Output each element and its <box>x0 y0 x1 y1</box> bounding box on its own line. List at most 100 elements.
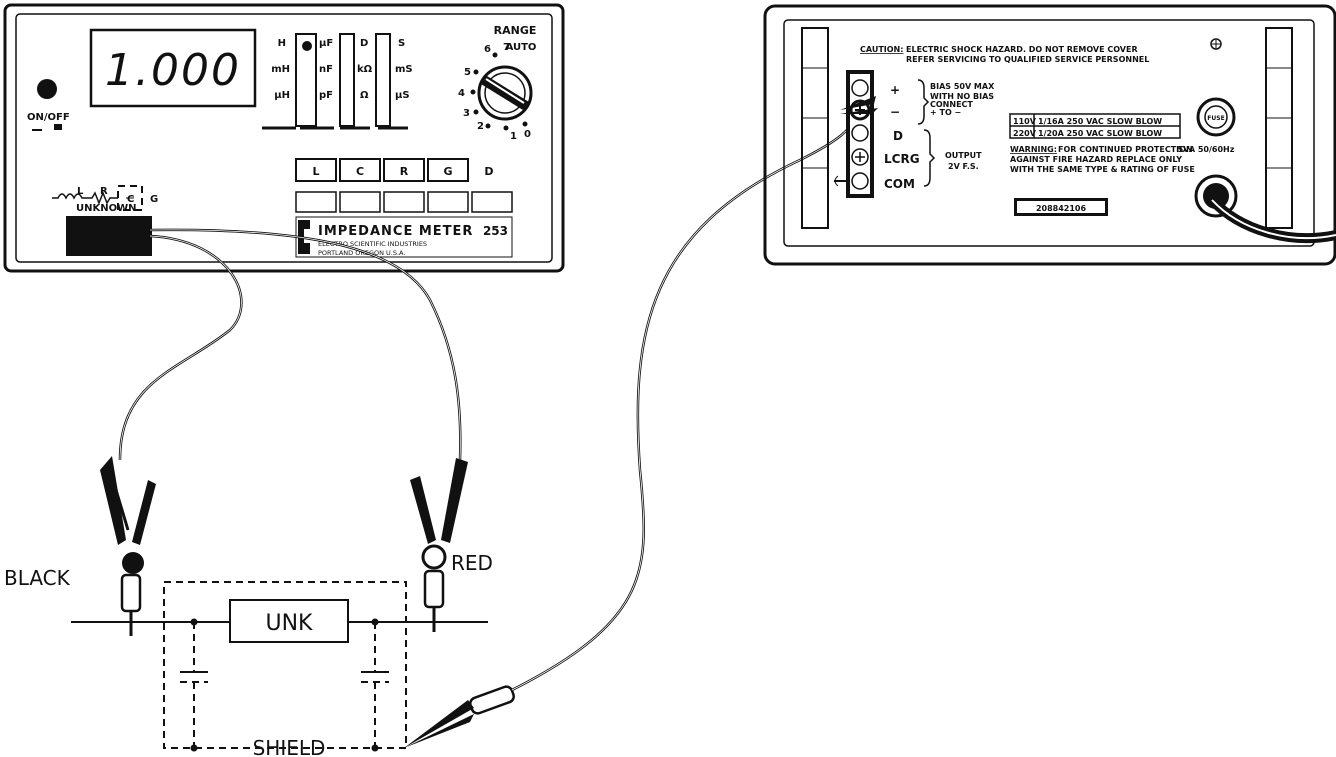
unknown-component <box>229 599 349 643</box>
svg-text:WITH NO BIAS: WITH NO BIAS <box>930 92 994 101</box>
meter-front-panel: ON/OFF 1.000 H mH µH µF nF pF D kΩ Ω S m… <box>3 3 565 273</box>
shield-clip[interactable] <box>404 685 515 748</box>
svg-text:WARNING:: WARNING: <box>1010 145 1057 154</box>
unit-indicators: H mH µH µF nF pF D kΩ Ω S mS µS <box>262 33 413 130</box>
svg-text:ELECTRIC SHOCK HAZARD. DO NOT: ELECTRIC SHOCK HAZARD. DO NOT REMOVE COV… <box>906 45 1138 54</box>
svg-text:AGAINST FIRE HAZARD REPLACE ON: AGAINST FIRE HAZARD REPLACE ONLY <box>1010 155 1182 164</box>
power-button[interactable] <box>37 79 57 99</box>
svg-text:253: 253 <box>483 224 508 238</box>
equivalent-circuit-symbol: L R C G <box>52 185 158 211</box>
svg-text:IMPEDANCE METER: IMPEDANCE METER <box>318 224 473 239</box>
svg-text:5VA 50/60Hz: 5VA 50/60Hz <box>1178 145 1235 154</box>
svg-text:FOR CONTINUED PROTECTION: FOR CONTINUED PROTECTION <box>1058 145 1193 154</box>
unknown-label: UNKNOWN <box>76 203 137 214</box>
com-lead-clip[interactable] <box>840 96 878 114</box>
nameplate: IMPEDANCE METER 253 ELECTRO SCIENTIFIC I… <box>295 216 513 258</box>
svg-text:REFER SERVICING TO QUALIFIED S: REFER SERVICING TO QUALIFIED SERVICE PER… <box>906 55 1149 64</box>
button-c[interactable] <box>339 158 381 182</box>
svg-text:D: D <box>484 165 493 178</box>
shield-box <box>163 581 407 749</box>
unknown-component-fixture: UNK SHIELD <box>71 581 488 757</box>
svg-text:pF: pF <box>319 90 333 101</box>
fuse-holder[interactable]: FUSE <box>1196 97 1236 137</box>
svg-text:1/16A 250 VAC SLOW BLOW: 1/16A 250 VAC SLOW BLOW <box>1038 117 1162 126</box>
red-lead <box>149 228 462 461</box>
svg-text:D: D <box>893 129 903 143</box>
button-r[interactable] <box>383 158 425 182</box>
svg-text:C: C <box>127 194 134 205</box>
unit-indicator-lamp <box>302 41 312 51</box>
serial-plate: 208842106 <box>1014 198 1108 216</box>
black-lead-label: BLACK <box>4 566 71 590</box>
svg-text:µH: µH <box>274 90 290 101</box>
svg-text:WITH THE SAME TYPE & RATING OF: WITH THE SAME TYPE & RATING OF FUSE <box>1010 165 1195 174</box>
svg-text:D: D <box>360 38 368 49</box>
red-lead-label: RED <box>451 551 493 575</box>
svg-text:2: 2 <box>477 121 484 132</box>
svg-text:FUSE: FUSE <box>1207 115 1224 122</box>
svg-text:6: 6 <box>484 44 491 55</box>
svg-text:Ω: Ω <box>360 90 369 101</box>
svg-text:BIAS 50V MAX: BIAS 50V MAX <box>930 82 995 91</box>
svg-text:kΩ: kΩ <box>357 64 373 75</box>
svg-text:3: 3 <box>463 108 470 119</box>
test-leads <box>118 228 462 461</box>
terminal-lcrg[interactable] <box>851 148 869 166</box>
svg-text:L: L <box>312 165 319 178</box>
shield-label: SHIELD <box>253 736 326 757</box>
svg-text:R: R <box>100 186 108 197</box>
svg-text:208842106: 208842106 <box>1036 204 1087 213</box>
svg-text:COM: COM <box>884 177 915 191</box>
svg-text:µS: µS <box>395 90 410 101</box>
function-buttons[interactable]: L C R G D <box>295 158 513 213</box>
svg-text:L: L <box>77 186 84 197</box>
power-cord-inlet[interactable] <box>1194 174 1336 243</box>
svg-text:C: C <box>356 165 364 178</box>
svg-text:nF: nF <box>319 64 333 75</box>
svg-text:7: 7 <box>503 42 510 53</box>
button-l[interactable] <box>295 158 337 182</box>
svg-text:+ TO −: + TO − <box>930 108 961 117</box>
svg-text:ELECTRO SCIENTIFIC INDUSTRIES: ELECTRO SCIENTIFIC INDUSTRIES <box>318 240 427 248</box>
svg-text:PORTLAND OREGON U.S.A.: PORTLAND OREGON U.S.A. <box>318 249 405 257</box>
range-knob[interactable] <box>477 65 533 121</box>
svg-text:2V F.S.: 2V F.S. <box>948 162 979 171</box>
svg-text:4: 4 <box>458 88 465 99</box>
svg-text:5: 5 <box>464 67 471 78</box>
svg-text:S: S <box>398 38 405 49</box>
terminal-d[interactable] <box>851 124 869 142</box>
svg-text:G: G <box>150 194 158 205</box>
terminal-strip[interactable] <box>834 70 874 198</box>
ground-screw-icon <box>1210 38 1222 50</box>
svg-text:R: R <box>400 165 409 178</box>
display-readout: 1.000 <box>105 45 241 96</box>
svg-text:AUTO: AUTO <box>506 42 537 53</box>
svg-text:H: H <box>278 38 286 49</box>
svg-text:G: G <box>443 165 452 178</box>
svg-text:LCRG: LCRG <box>884 152 920 166</box>
unknown-component-label: UNK <box>266 611 314 636</box>
svg-text:110V: 110V <box>1013 117 1037 126</box>
svg-text:1: 1 <box>510 131 517 142</box>
black-clip[interactable] <box>100 456 156 636</box>
svg-text:mS: mS <box>395 64 413 75</box>
svg-text:CAUTION:: CAUTION: <box>860 45 903 54</box>
svg-text:1/20A 250 VAC SLOW BLOW: 1/20A 250 VAC SLOW BLOW <box>1038 129 1162 138</box>
meter-rear-panel: CAUTION: ELECTRIC SHOCK HAZARD. DO NOT R… <box>763 4 1336 266</box>
terminal-com[interactable] <box>851 172 869 190</box>
fuse-rating-table: 110V 1/16A 250 VAC SLOW BLOW 220V 1/20A … <box>1009 113 1181 139</box>
svg-text:mH: mH <box>271 64 290 75</box>
button-g[interactable] <box>427 158 469 182</box>
svg-text:OUTPUT: OUTPUT <box>945 151 982 160</box>
svg-text:−: − <box>890 105 900 119</box>
terminal-bias-plus[interactable] <box>851 79 869 97</box>
digital-display <box>89 28 257 108</box>
on-off-label: ON/OFF <box>27 112 70 123</box>
svg-text:+: + <box>890 83 900 97</box>
range-selector[interactable]: RANGE AUTO 7 6 5 4 3 2 1 0 <box>458 24 536 142</box>
svg-text:RANGE: RANGE <box>494 24 537 37</box>
red-clip[interactable] <box>410 458 468 632</box>
svg-text:220V: 220V <box>1013 129 1037 138</box>
unknown-connector[interactable] <box>66 216 152 256</box>
